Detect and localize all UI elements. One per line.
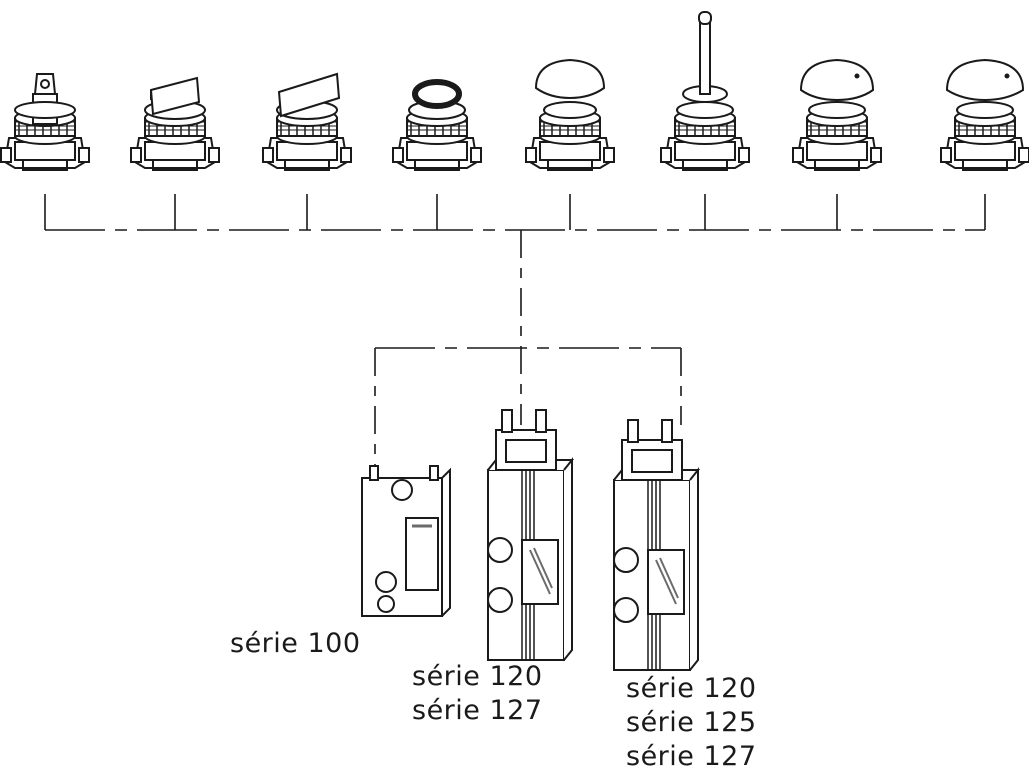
- connector-lines: [44, 194, 986, 475]
- serie-label: série 100: [230, 628, 361, 659]
- operators-row: [0, 11, 1029, 171]
- serie-label: série 127: [626, 741, 757, 772]
- flush-pushbutton-operator: [392, 79, 482, 171]
- selector-switch-long-operator: [262, 72, 352, 171]
- serie-label: série 120: [412, 661, 543, 692]
- valve-serie-100: [361, 465, 451, 617]
- joystick-operator: [660, 11, 750, 171]
- mushroom-pushbutton-large-operator: [792, 58, 882, 171]
- mushroom-pushbutton-operator: [525, 58, 615, 171]
- valve-serie-120-125-127: [613, 419, 699, 671]
- emergency-stop-operator: [940, 58, 1029, 171]
- selector-switch-short-operator: [130, 76, 220, 171]
- serie-label: série 127: [412, 695, 543, 726]
- valve-label-group-3: série 120 série 125 série 127: [626, 672, 757, 774]
- valve-label-group-1: série 100: [230, 627, 361, 661]
- serie-label: série 120: [626, 673, 757, 704]
- key-selector-operator: [0, 73, 90, 171]
- serie-label: série 125: [626, 707, 757, 738]
- valve-serie-120-127: [487, 409, 573, 661]
- valve-label-group-2: série 120 série 127: [412, 660, 543, 728]
- valve-drop-line: [374, 348, 682, 475]
- drop-line: [44, 194, 986, 230]
